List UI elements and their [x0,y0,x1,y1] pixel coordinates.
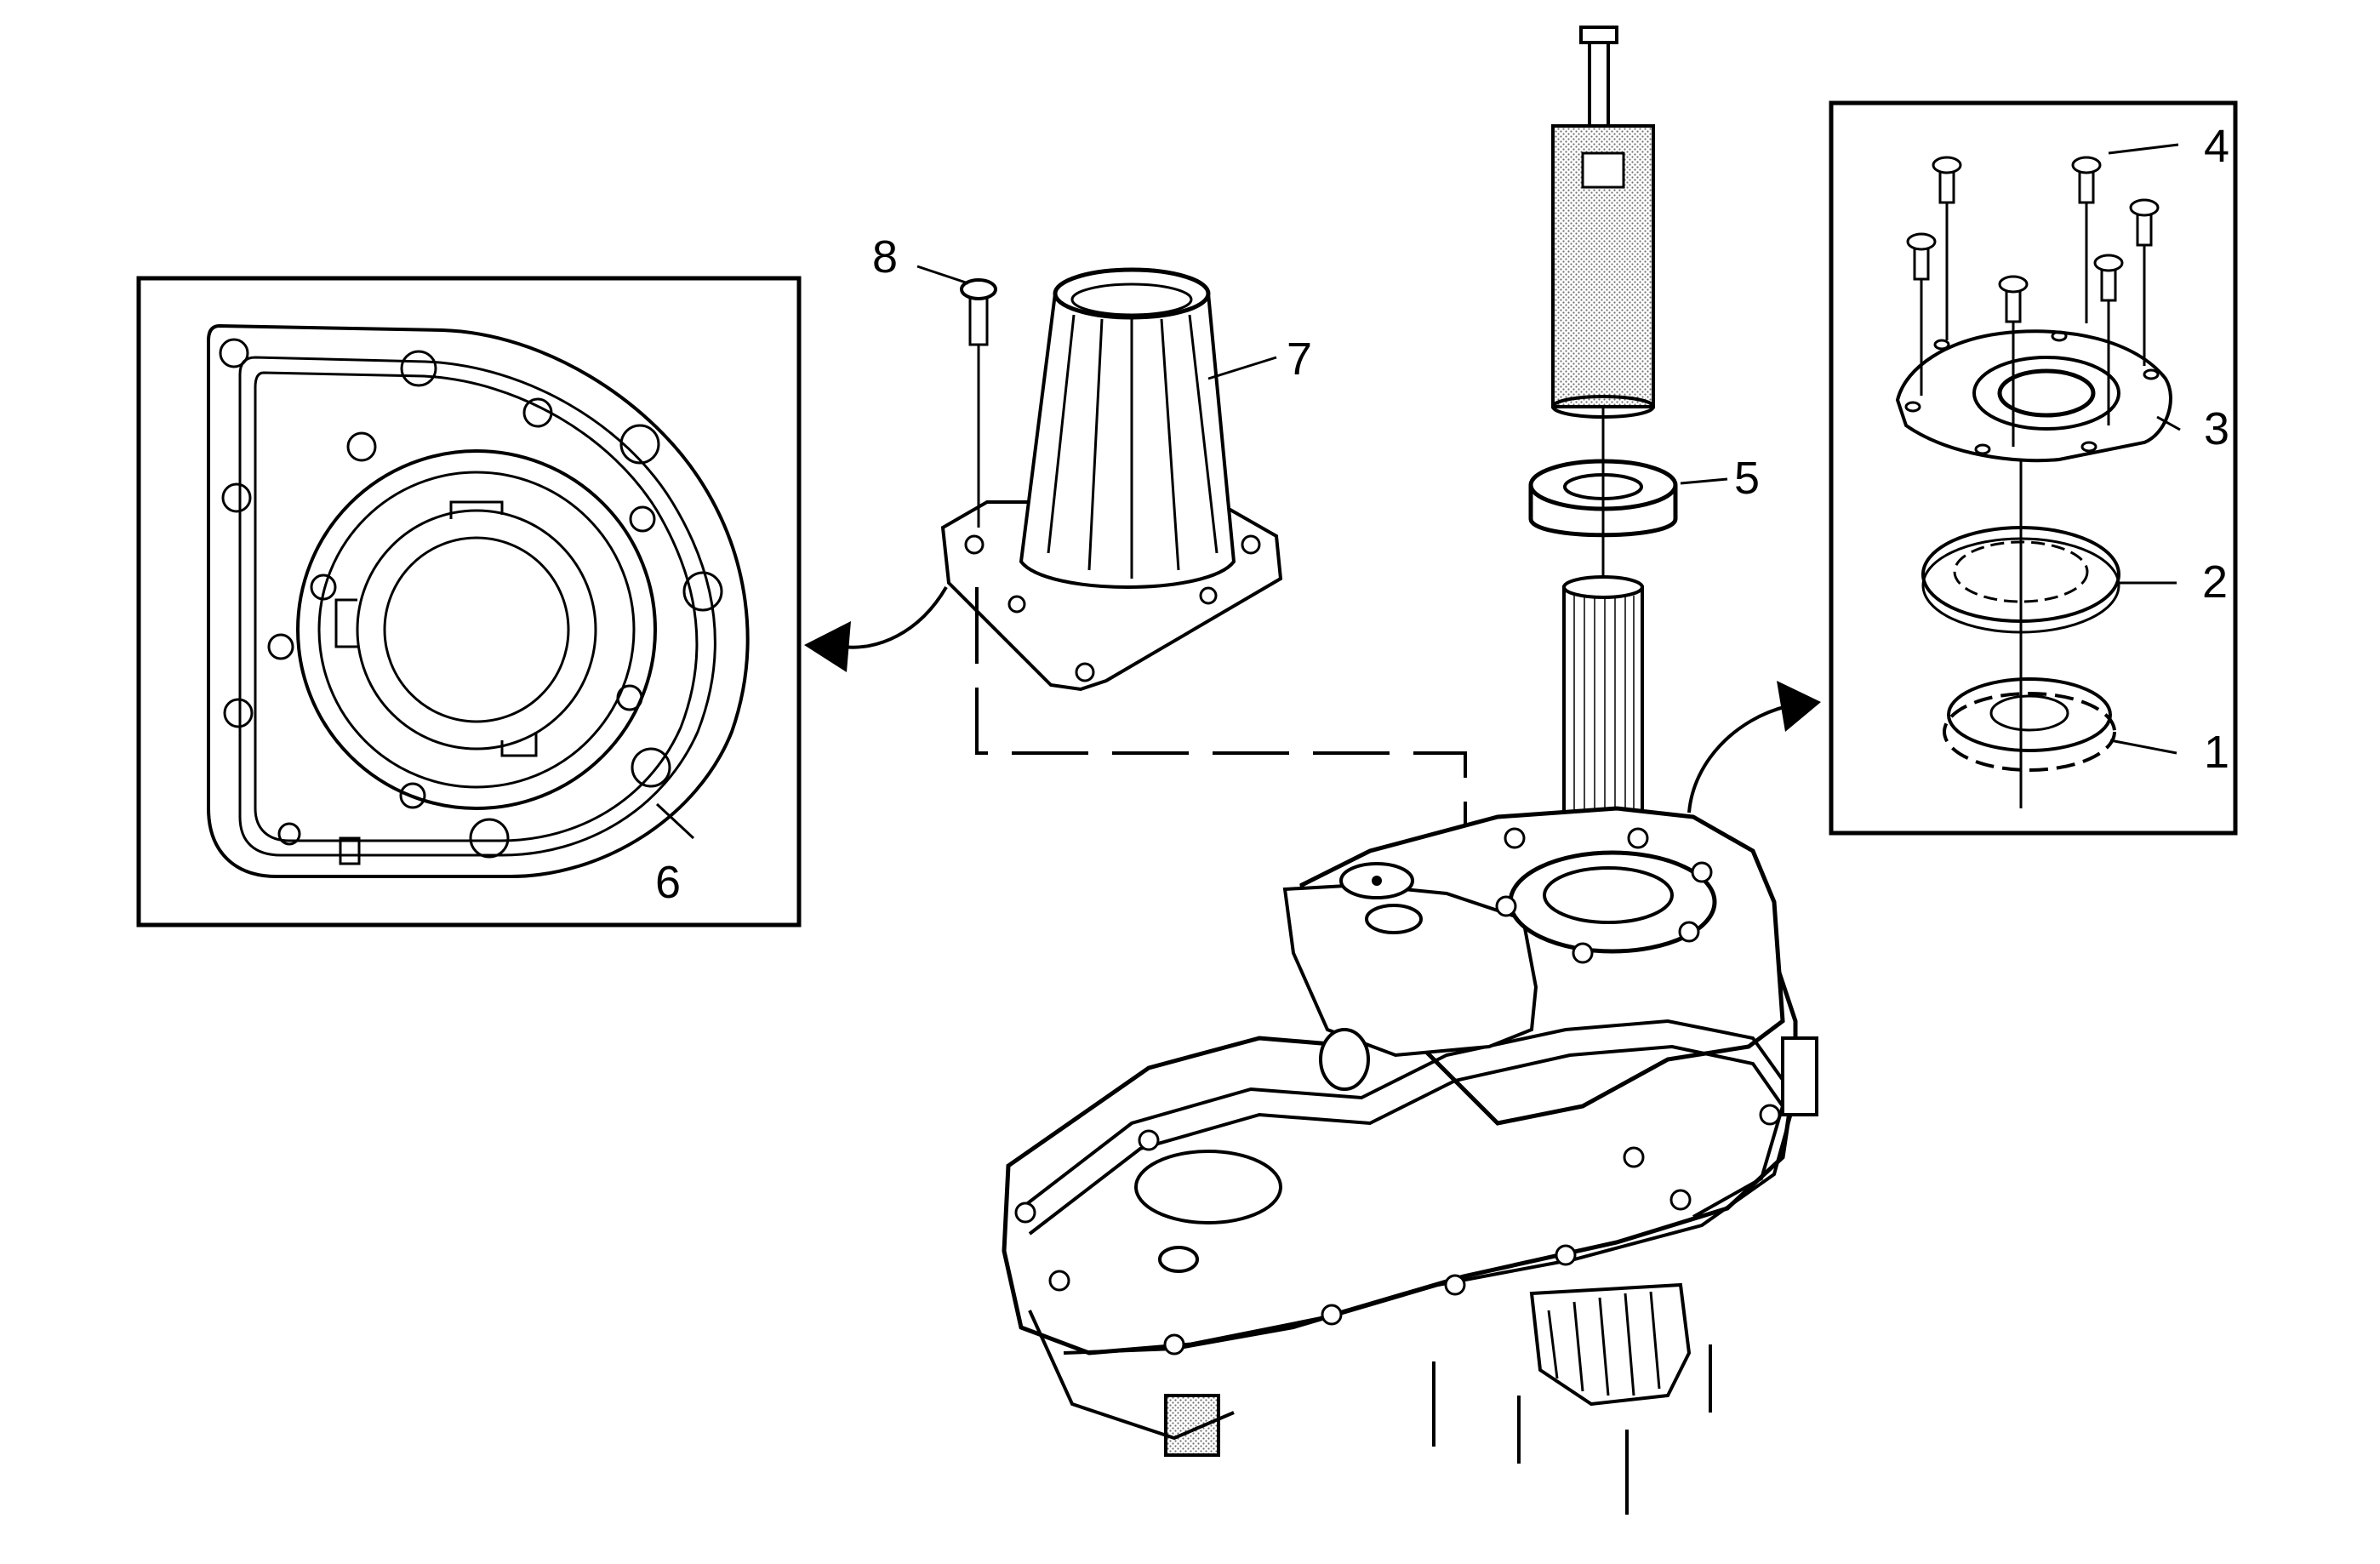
installer-tool [1551,26,1655,419]
callout-2: 2 [2202,557,2228,608]
leader-4 [2108,143,2179,155]
leader-6 [655,802,695,840]
inset-cover-seal [136,276,802,928]
callout-1: 1 [2204,727,2229,778]
rear-mount-seal [1543,866,1674,924]
arrow-right-head [1777,681,1821,732]
harness-connector [1781,1036,1818,1116]
cover-plate-outline [207,323,750,878]
leader-3 [2156,415,2181,431]
callout-8: 8 [872,231,898,283]
extension-housing-7 [940,267,1283,692]
transfer-case [1002,806,1818,1515]
arrow-right-curve [1687,705,1788,813]
alignment-line [975,587,1467,885]
seal-ring-mid [317,471,636,789]
housing-bore [1070,283,1193,317]
shaft-spline-lines [1573,596,1635,847]
sensor-port-center [1372,876,1382,886]
front-output-opening [1134,1150,1282,1224]
case-lower-edge [1028,1310,1235,1441]
seal-bead-inner [254,371,699,842]
seal-tab-top [449,500,504,519]
pump-inner-gear [1943,692,2116,772]
housing-ribs [1047,314,1219,579]
shaft-spline [1562,585,1644,853]
housing-top-rim [1053,267,1211,320]
callout-5: 5 [1734,453,1760,504]
motor-ribs [1547,1291,1661,1396]
tool-screw-head [1579,26,1618,44]
cover-bolt-holes [219,338,723,859]
bearing-5 [1528,459,1678,538]
pump-cover [1895,329,2172,463]
pump-bolt-holes [1904,330,2160,455]
case-upper-wall [1282,882,1538,1058]
front-plug [1158,1246,1199,1273]
leader-8 [916,265,969,285]
bearing-side [1528,485,1678,538]
tool-screw [1588,31,1610,128]
seal-ring-outer [296,449,657,810]
inset-frame-left [136,276,802,928]
seal-tab-left [334,598,357,648]
leader-1 [2109,739,2177,755]
housing-base-holes [964,534,1261,682]
pump-cover-boss [1972,356,2120,431]
pump-bolts [1906,156,2160,447]
tool-window [1581,151,1625,189]
arrow-left-head [804,621,851,672]
callout-3: 3 [2204,403,2229,454]
bolt-8 [916,265,997,528]
callout-7: 7 [1287,334,1312,385]
pump-seal [1997,368,2096,418]
inset-oil-pump [1829,100,2238,836]
inset-frame-right [1829,100,2238,836]
callout-4: 4 [2204,121,2229,172]
seal-bead-outer [238,356,716,857]
front-output-spline [1164,1394,1220,1457]
case-parting-flange-inner [1028,1044,1785,1236]
seal-bore [383,536,570,723]
leader-7 [1207,356,1277,380]
callout-6: 6 [655,857,681,908]
case-boss [1319,1028,1370,1091]
arrow-left-curve [842,585,948,649]
fill-plug [1365,904,1423,934]
shift-motor [1529,1282,1692,1407]
seal-ring-inner [356,509,597,751]
pump-inner-gear-bore [1989,694,2069,732]
case-studs [1432,1344,1712,1515]
case-flange-bolts [1014,827,1781,1356]
seal-tab-bottom [500,732,538,757]
seal-notch [339,836,361,865]
pump-inner-gear-top [1947,677,2112,752]
bearing-bore [1563,473,1643,500]
leader-5 [1680,477,1728,485]
case-parting-flange [1019,1019,1798,1355]
